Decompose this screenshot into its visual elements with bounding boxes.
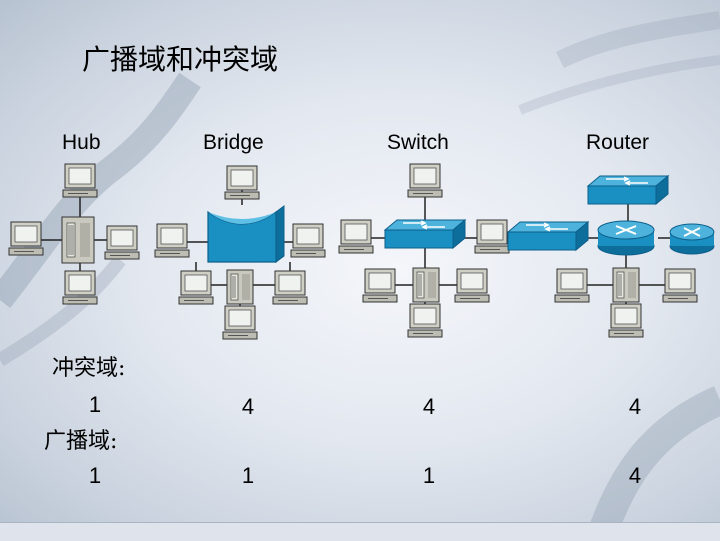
pc-icon xyxy=(662,268,698,303)
hub-broadcast-count: 1 xyxy=(88,463,102,488)
switch-collision-count: 4 xyxy=(422,394,436,419)
pc-icon xyxy=(454,268,490,303)
bridge-collision-count: 4 xyxy=(241,394,255,419)
switch-broadcast-count: 1 xyxy=(422,463,436,488)
switch-icon xyxy=(384,219,466,249)
switch-icon xyxy=(587,175,669,205)
pc-icon xyxy=(222,305,258,340)
label-hub: Hub xyxy=(62,131,101,154)
pc-icon xyxy=(178,270,214,305)
collision-domain-label: 冲突域: xyxy=(52,356,126,381)
router-icon xyxy=(597,220,655,256)
label-router: Router xyxy=(586,131,650,154)
router-broadcast-count: 4 xyxy=(628,463,642,488)
switch-icon xyxy=(507,221,589,251)
pc-icon xyxy=(407,303,443,338)
hub-icon xyxy=(61,216,95,264)
pc-icon xyxy=(608,303,644,338)
pc-icon xyxy=(224,165,260,200)
label-switch: Switch xyxy=(387,131,449,154)
pc-icon xyxy=(290,223,326,258)
broadcast-domain-label: 广播域: xyxy=(44,429,118,454)
pc-icon xyxy=(104,225,140,260)
hub-icon xyxy=(226,269,254,305)
router-collision-count: 4 xyxy=(628,394,642,419)
bridge-icon xyxy=(207,205,285,263)
bottom-bar xyxy=(0,522,720,541)
router-icon xyxy=(669,223,715,255)
bridge-broadcast-count: 1 xyxy=(241,463,255,488)
page-title: 广播域和冲突域 xyxy=(82,43,279,76)
pc-icon xyxy=(554,268,590,303)
hub-collision-count: 1 xyxy=(88,392,102,417)
pc-icon xyxy=(407,163,443,198)
pc-icon xyxy=(362,268,398,303)
pc-icon xyxy=(8,221,44,256)
pc-icon xyxy=(154,223,190,258)
label-bridge: Bridge xyxy=(203,131,264,154)
pc-icon xyxy=(338,219,374,254)
hub-icon xyxy=(412,267,440,303)
pc-icon xyxy=(62,163,98,198)
pc-icon xyxy=(272,270,308,305)
pc-icon xyxy=(474,219,510,254)
hub-icon xyxy=(612,267,640,303)
pc-icon xyxy=(62,270,98,305)
